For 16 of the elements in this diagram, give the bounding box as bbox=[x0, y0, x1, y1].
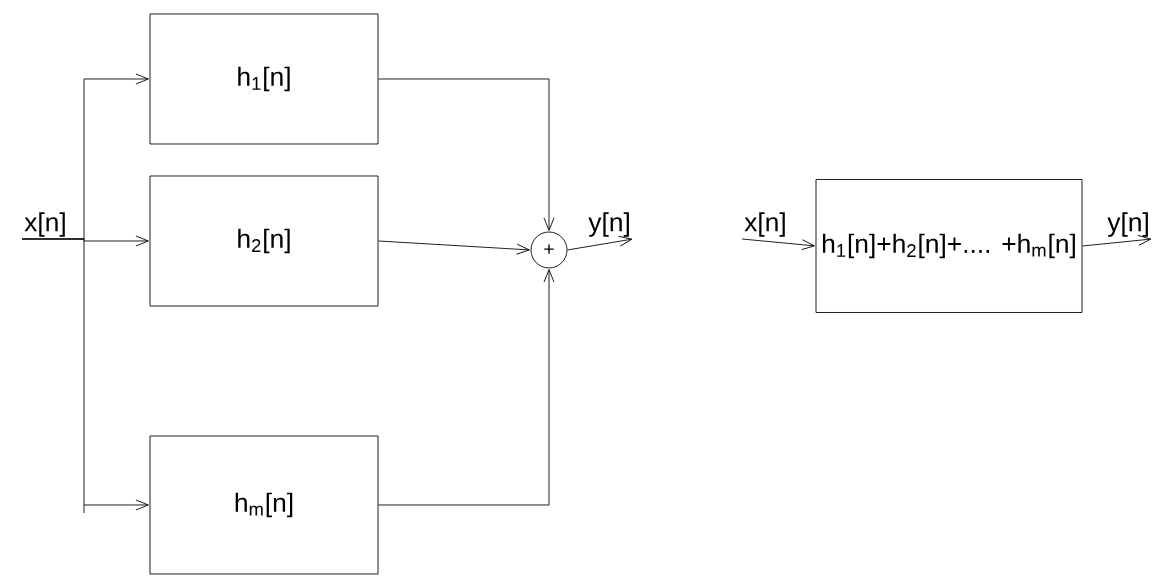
summing-junction: + bbox=[530, 231, 568, 269]
filter-box: h$_{m}$[n] bbox=[149, 435, 379, 575]
signal-label: y[n] bbox=[1107, 212, 1148, 237]
arrow bbox=[567, 235, 633, 251]
arrow bbox=[378, 78, 555, 231]
filter-box: h$_{2}$[n] bbox=[149, 175, 379, 307]
filter-box: h$_{1}$[n]+h$_{2}$[n]+.... +h$_{m}$[n] bbox=[815, 179, 1083, 313]
arrow bbox=[741, 238, 815, 251]
signal-label: x[n] bbox=[744, 212, 785, 237]
arrow bbox=[378, 240, 530, 255]
signal-label: x[n] bbox=[24, 212, 65, 237]
filter-box: h$_{1}$[n] bbox=[149, 13, 379, 145]
arrow bbox=[1082, 234, 1152, 247]
arrow bbox=[21, 238, 149, 511]
signal-label: y[n] bbox=[588, 212, 629, 237]
arrow bbox=[378, 269, 555, 506]
